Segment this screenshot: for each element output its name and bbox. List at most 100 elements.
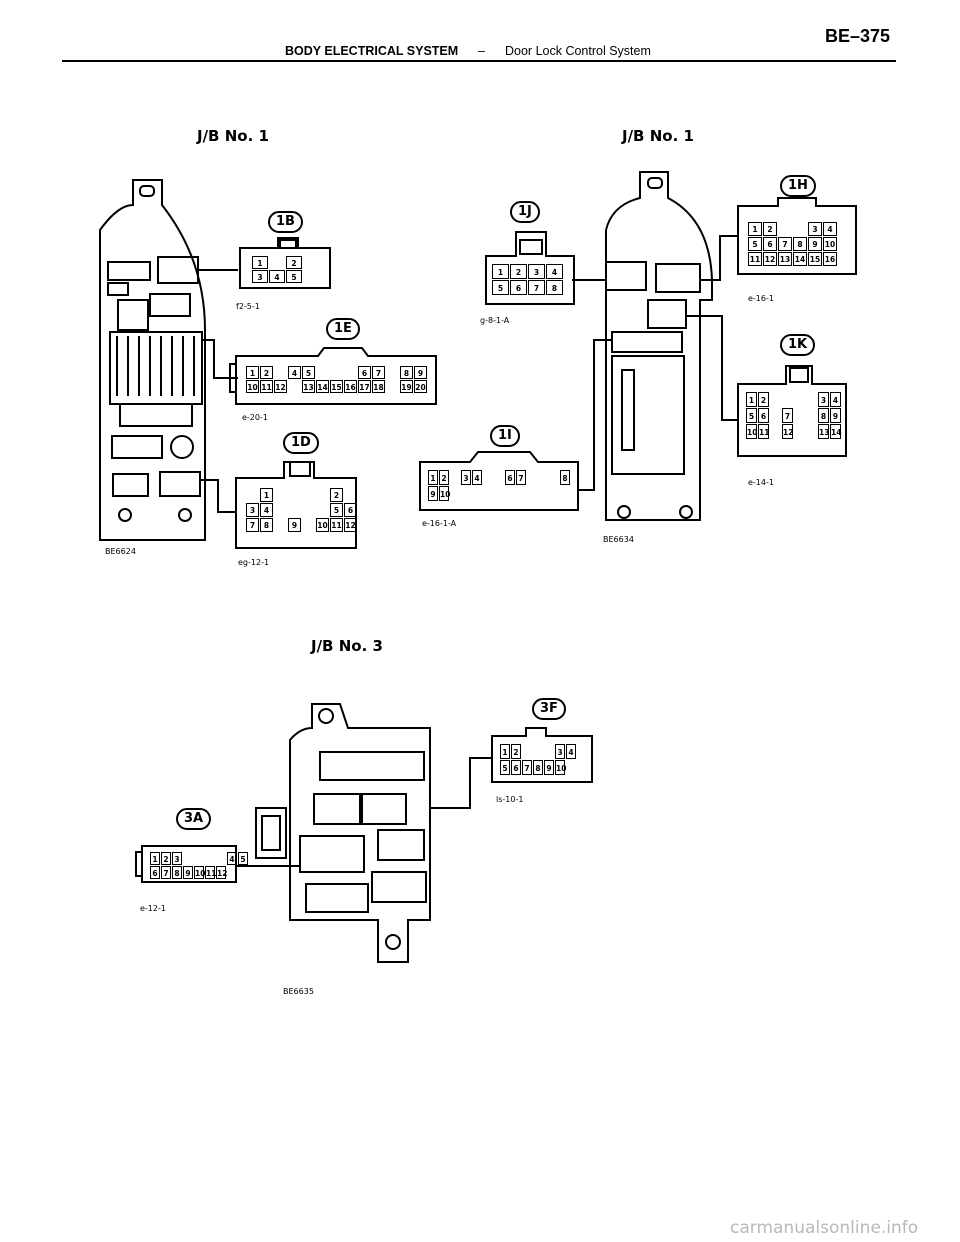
pin-1j-6: 6: [510, 280, 527, 295]
pin-1e-5: 5: [302, 366, 315, 379]
pin-1e-12: 12: [274, 380, 287, 393]
connector-1i-drawing: [419, 451, 579, 511]
pin-1k-3: 3: [818, 392, 829, 407]
code-1k: e-14-1: [748, 478, 774, 487]
code-1d: eg-12-1: [238, 558, 270, 567]
pin-1j-3: 3: [528, 264, 545, 279]
pin-1e-1: 1: [246, 366, 259, 379]
leader-1i: [578, 339, 612, 491]
tag-1d: 1D: [283, 432, 319, 454]
code-1i: e-16-1-A: [422, 519, 457, 528]
leader-1k: [686, 315, 738, 421]
subsection-title: Door Lock Control System: [505, 44, 651, 58]
pin-1h-8: 8: [793, 237, 807, 251]
pin-3a-9: 9: [183, 866, 193, 879]
pin-1k-6: 6: [758, 408, 769, 423]
pin-1j-7: 7: [528, 280, 545, 295]
connector-1k-drawing: [737, 365, 847, 457]
pin-1e-18: 18: [372, 380, 385, 393]
leader-1e: [202, 339, 238, 379]
pin-1h-5: 5: [748, 237, 762, 251]
pin-1e-19: 19: [400, 380, 413, 393]
leader-3f: [430, 757, 492, 809]
pin-3a-10: 10: [194, 866, 205, 879]
pin-1e-13: 13: [302, 380, 315, 393]
tag-1h: 1H: [780, 175, 816, 197]
pin-1h-3: 3: [808, 222, 822, 236]
pin-1d-11: 11: [330, 518, 343, 532]
pin-3f-1: 1: [500, 744, 510, 759]
pin-1e-7: 7: [372, 366, 385, 379]
pin-1k-1: 1: [746, 392, 757, 407]
pin-1e-16: 16: [344, 380, 357, 393]
pin-1k-2: 2: [758, 392, 769, 407]
pin-3f-7: 7: [522, 760, 532, 775]
jb3-title: J/B No. 3: [311, 637, 383, 655]
tag-1b: 1B: [268, 211, 303, 233]
pin-1k-11: 11: [758, 424, 769, 439]
tag-3a: 3A: [176, 808, 212, 830]
pin-1h-16: 16: [823, 252, 837, 266]
pin-1k-4: 4: [830, 392, 841, 407]
pin-1e-9: 9: [414, 366, 427, 379]
pin-1e-10: 10: [246, 380, 259, 393]
pin-1d-7: 7: [246, 518, 259, 532]
pin-3a-1: 1: [150, 852, 160, 865]
pin-1i-1: 1: [428, 470, 438, 485]
pin-1j-4: 4: [546, 264, 563, 279]
pin-1h-10: 10: [823, 237, 837, 251]
pin-1d-5: 5: [330, 503, 343, 517]
tag-1e: 1E: [326, 318, 360, 340]
leader-1h: [700, 235, 738, 281]
pin-1b-4: 4: [269, 270, 285, 283]
pin-1i-8: 8: [560, 470, 570, 485]
pin-1d-4: 4: [260, 503, 273, 517]
pin-1d-2: 2: [330, 488, 343, 502]
header-rule: [62, 60, 896, 62]
connector-3a-drawing: [135, 845, 237, 883]
pin-1b-1: 1: [252, 256, 268, 269]
pin-1h-1: 1: [748, 222, 762, 236]
pin-1h-11: 11: [748, 252, 762, 266]
pin-1k-9: 9: [830, 408, 841, 423]
pin-1i-4: 4: [472, 470, 482, 485]
watermark: carmanualsonline.info: [730, 1218, 919, 1238]
pin-3f-6: 6: [511, 760, 521, 775]
pin-3a-5: 5: [238, 852, 248, 865]
pin-1e-4: 4: [288, 366, 301, 379]
connector-1e-drawing: [229, 347, 437, 405]
tag-1j: 1J: [510, 201, 540, 223]
pin-1h-6: 6: [763, 237, 777, 251]
tag-1k: 1K: [780, 334, 816, 356]
leader-1d: [200, 479, 236, 513]
pin-3a-11: 11: [205, 866, 216, 879]
tag-3f: 3F: [532, 698, 566, 720]
header-separator: –: [478, 44, 485, 58]
pin-1e-15: 15: [330, 380, 343, 393]
code-3f: ls-10-1: [496, 795, 524, 804]
tag-1i: 1I: [490, 425, 520, 447]
code-1h: e-16-1: [748, 294, 774, 303]
pin-1j-1: 1: [492, 264, 509, 279]
pin-1i-6: 6: [505, 470, 515, 485]
pin-1h-2: 2: [763, 222, 777, 236]
pin-3a-12: 12: [216, 866, 227, 879]
pin-1e-2: 2: [260, 366, 273, 379]
pin-3f-3: 3: [555, 744, 565, 759]
pin-1b-3: 3: [252, 270, 268, 283]
pin-1j-2: 2: [510, 264, 527, 279]
code-1j: g-8-1-A: [480, 316, 510, 325]
jb1-left-title: J/B No. 1: [197, 127, 269, 145]
code-3a: e-12-1: [140, 904, 166, 913]
pin-1e-17: 17: [358, 380, 371, 393]
jb1-right-title: J/B No. 1: [622, 127, 694, 145]
pin-1d-8: 8: [260, 518, 273, 532]
pin-3f-10: 10: [555, 760, 566, 775]
connector-1h-drawing: [737, 197, 857, 275]
pin-1k-14: 14: [830, 424, 841, 439]
pin-1e-8: 8: [400, 366, 413, 379]
jb1-left-body: [99, 179, 206, 541]
pin-1d-10: 10: [316, 518, 329, 532]
pin-1h-13: 13: [778, 252, 792, 266]
